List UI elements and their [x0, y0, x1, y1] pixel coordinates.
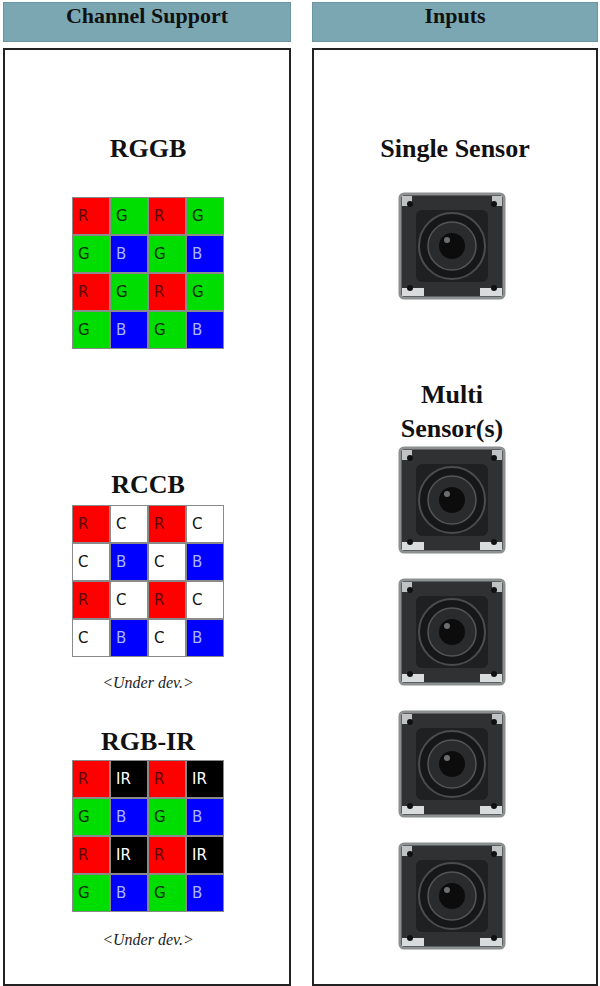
column-header: Channel Support — [3, 2, 291, 42]
bayer-cell: C — [186, 581, 224, 619]
bayer-cell: R — [72, 197, 110, 235]
bayer-cell: G — [186, 197, 224, 235]
bayer-cell: G — [72, 235, 110, 273]
bayer-cell: C — [148, 543, 186, 581]
bayer-cell: C — [72, 619, 110, 657]
column-header: Inputs — [312, 2, 598, 42]
bayer-cell: B — [186, 874, 224, 912]
bayer-cell: B — [110, 798, 148, 836]
bayer-cell: C — [148, 619, 186, 657]
status-note: <Under dev.> — [28, 930, 268, 950]
bayer-cell: C — [110, 581, 148, 619]
bayer-cell: C — [72, 543, 110, 581]
bayer-cell: G — [186, 273, 224, 311]
bayer-cell: B — [186, 619, 224, 657]
bayer-cell: IR — [186, 760, 224, 798]
bayer-cell: C — [186, 505, 224, 543]
pattern-name: RGB-IR — [28, 725, 268, 759]
bayer-cell: B — [186, 798, 224, 836]
status-note: <Under dev.> — [28, 673, 268, 693]
input-name: Multi Sensor(s) — [377, 378, 527, 446]
bayer-cell: B — [186, 543, 224, 581]
bayer-cell: IR — [186, 836, 224, 874]
bayer-cell: R — [72, 760, 110, 798]
bayer-cell: R — [148, 505, 186, 543]
bayer-cell: R — [148, 836, 186, 874]
bayer-cell: G — [148, 311, 186, 349]
bayer-cell: B — [110, 619, 148, 657]
bayer-cell: IR — [110, 760, 148, 798]
bayer-cell: G — [110, 273, 148, 311]
bayer-cell: R — [148, 197, 186, 235]
pattern-name: RCCB — [28, 468, 268, 502]
bayer-cell: G — [72, 798, 110, 836]
bayer-cell: R — [72, 836, 110, 874]
panel-frame — [312, 48, 598, 986]
bayer-cell: R — [148, 760, 186, 798]
bayer-cell: B — [110, 235, 148, 273]
bayer-cell: B — [110, 311, 148, 349]
pattern-name: RGGB — [28, 132, 268, 166]
bayer-cell: R — [72, 505, 110, 543]
bayer-cell: B — [110, 874, 148, 912]
bayer-cell: B — [110, 543, 148, 581]
bayer-cell: IR — [110, 836, 148, 874]
bayer-cell: R — [72, 581, 110, 619]
bayer-cell: G — [72, 311, 110, 349]
bayer-cell: R — [148, 581, 186, 619]
bayer-cell: G — [72, 874, 110, 912]
input-name: Single Sensor — [327, 132, 583, 166]
bayer-cell: B — [186, 311, 224, 349]
bayer-cell: G — [110, 197, 148, 235]
bayer-cell: G — [148, 235, 186, 273]
bayer-cell: R — [72, 273, 110, 311]
bayer-cell: G — [148, 874, 186, 912]
bayer-cell: B — [186, 235, 224, 273]
bayer-cell: G — [148, 798, 186, 836]
bayer-cell: R — [148, 273, 186, 311]
bayer-cell: C — [110, 505, 148, 543]
